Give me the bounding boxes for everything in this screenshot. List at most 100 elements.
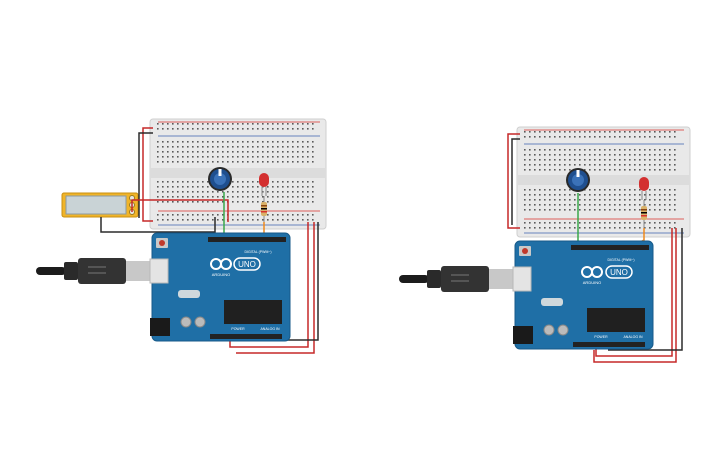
- breadboard-hole: [302, 186, 304, 188]
- breadboard-hole: [167, 196, 169, 198]
- breadboard-hole: [202, 186, 204, 188]
- breadboard-hole: [257, 146, 259, 148]
- breadboard-hole: [544, 136, 546, 138]
- breadboard-hole: [257, 196, 259, 198]
- wire-gnd[interactable]: [608, 228, 683, 351]
- breadboard-hole: [554, 204, 556, 206]
- breadboard-hole: [167, 156, 169, 158]
- wire-5v-2[interactable]: [593, 228, 677, 363]
- usb-cable[interactable]: [398, 265, 532, 293]
- breadboard-hole: [212, 201, 214, 203]
- usb-cable[interactable]: [35, 257, 169, 285]
- breadboard-hole: [609, 136, 611, 138]
- breadboard-hole: [267, 186, 269, 188]
- breadboard-hole: [524, 189, 526, 191]
- breadboard-hole: [659, 149, 661, 151]
- wire-5v[interactable]: [595, 228, 673, 357]
- breadboard-hole: [242, 214, 244, 216]
- breadboard-hole: [639, 189, 641, 191]
- breadboard-hole: [232, 196, 234, 198]
- breadboard-hole: [167, 201, 169, 203]
- breadboard-hole: [554, 159, 556, 161]
- breadboard[interactable]: [149, 118, 327, 230]
- breadboard-hole: [599, 209, 601, 211]
- led-red[interactable]: [259, 173, 269, 196]
- breadboard-hole: [624, 194, 626, 196]
- breadboard-hole: [589, 159, 591, 161]
- breadboard-hole: [659, 136, 661, 138]
- breadboard-hole: [534, 149, 536, 151]
- breadboard[interactable]: [516, 126, 691, 238]
- breadboard-hole: [187, 161, 189, 163]
- breadboard-hole: [272, 191, 274, 193]
- resistor[interactable]: [641, 200, 647, 228]
- breadboard-hole: [202, 219, 204, 221]
- breadboard-hole: [619, 169, 621, 171]
- breadboard-hole: [539, 131, 541, 133]
- breadboard-hole: [262, 191, 264, 193]
- breadboard-hole: [207, 156, 209, 158]
- breadboard-hole: [589, 189, 591, 191]
- potentiometer[interactable]: [566, 168, 590, 192]
- breadboard-hole: [594, 189, 596, 191]
- breadboard-hole: [629, 131, 631, 133]
- breadboard-hole: [589, 154, 591, 156]
- breadboard-hole: [237, 123, 239, 125]
- breadboard-hole: [614, 164, 616, 166]
- breadboard-hole: [524, 169, 526, 171]
- breadboard-hole: [594, 209, 596, 211]
- breadboard-hole: [277, 196, 279, 198]
- breadboard-hole: [277, 151, 279, 153]
- breadboard-hole: [207, 196, 209, 198]
- wire-rail-black[interactable]: [511, 138, 520, 225]
- breadboard-hole: [529, 169, 531, 171]
- breadboard-hole: [544, 204, 546, 206]
- breadboard-hole: [594, 194, 596, 196]
- breadboard-hole: [669, 164, 671, 166]
- breadboard-hole: [282, 161, 284, 163]
- wire-rail-black[interactable]: [138, 132, 153, 218]
- wire-meter-black[interactable]: [100, 217, 216, 233]
- breadboard-hole: [192, 123, 194, 125]
- arduino-uno[interactable]: UNO ARDUINO DIGITAL (PWM~) POWER ANALOG …: [150, 232, 291, 342]
- breadboard-hole: [287, 151, 289, 153]
- breadboard-hole: [302, 214, 304, 216]
- wire-5v[interactable]: [229, 222, 309, 348]
- wire-5v-2[interactable]: [236, 222, 315, 354]
- breadboard-hole: [674, 149, 676, 151]
- breadboard-hole: [594, 204, 596, 206]
- breadboard-hole: [257, 156, 259, 158]
- breadboard-hole: [302, 156, 304, 158]
- breadboard-hole: [614, 199, 616, 201]
- breadboard-hole: [619, 204, 621, 206]
- breadboard-hole: [669, 169, 671, 171]
- breadboard-hole: [277, 156, 279, 158]
- arduino-uno[interactable]: UNO ARDUINO DIGITAL (PWM~) POWER ANALOG …: [513, 240, 654, 350]
- breadboard-hole: [564, 149, 566, 151]
- breadboard-hole: [162, 201, 164, 203]
- breadboard-hole: [624, 149, 626, 151]
- breadboard-hole: [192, 219, 194, 221]
- breadboard-hole: [574, 149, 576, 151]
- wire-rail-red[interactable]: [142, 127, 153, 222]
- multimeter[interactable]: [61, 192, 139, 218]
- breadboard-hole: [297, 123, 299, 125]
- resistor[interactable]: [261, 196, 267, 222]
- potentiometer[interactable]: [208, 167, 232, 191]
- breadboard-hole: [614, 227, 616, 229]
- breadboard-hole: [614, 131, 616, 133]
- breadboard-hole: [584, 227, 586, 229]
- circuit-left: UNO ARDUINO DIGITAL (PWM~) POWER ANALOG …: [35, 118, 327, 354]
- breadboard-hole: [654, 227, 656, 229]
- breadboard-hole: [242, 181, 244, 183]
- breadboard-hole: [654, 164, 656, 166]
- breadboard-hole: [649, 164, 651, 166]
- led-red[interactable]: [639, 177, 649, 200]
- breadboard-hole: [187, 146, 189, 148]
- breadboard-hole: [559, 169, 561, 171]
- wire-meter-red[interactable]: [131, 199, 229, 222]
- breadboard-hole: [227, 156, 229, 158]
- wire-rail-red[interactable]: [507, 133, 520, 229]
- breadboard-hole: [549, 204, 551, 206]
